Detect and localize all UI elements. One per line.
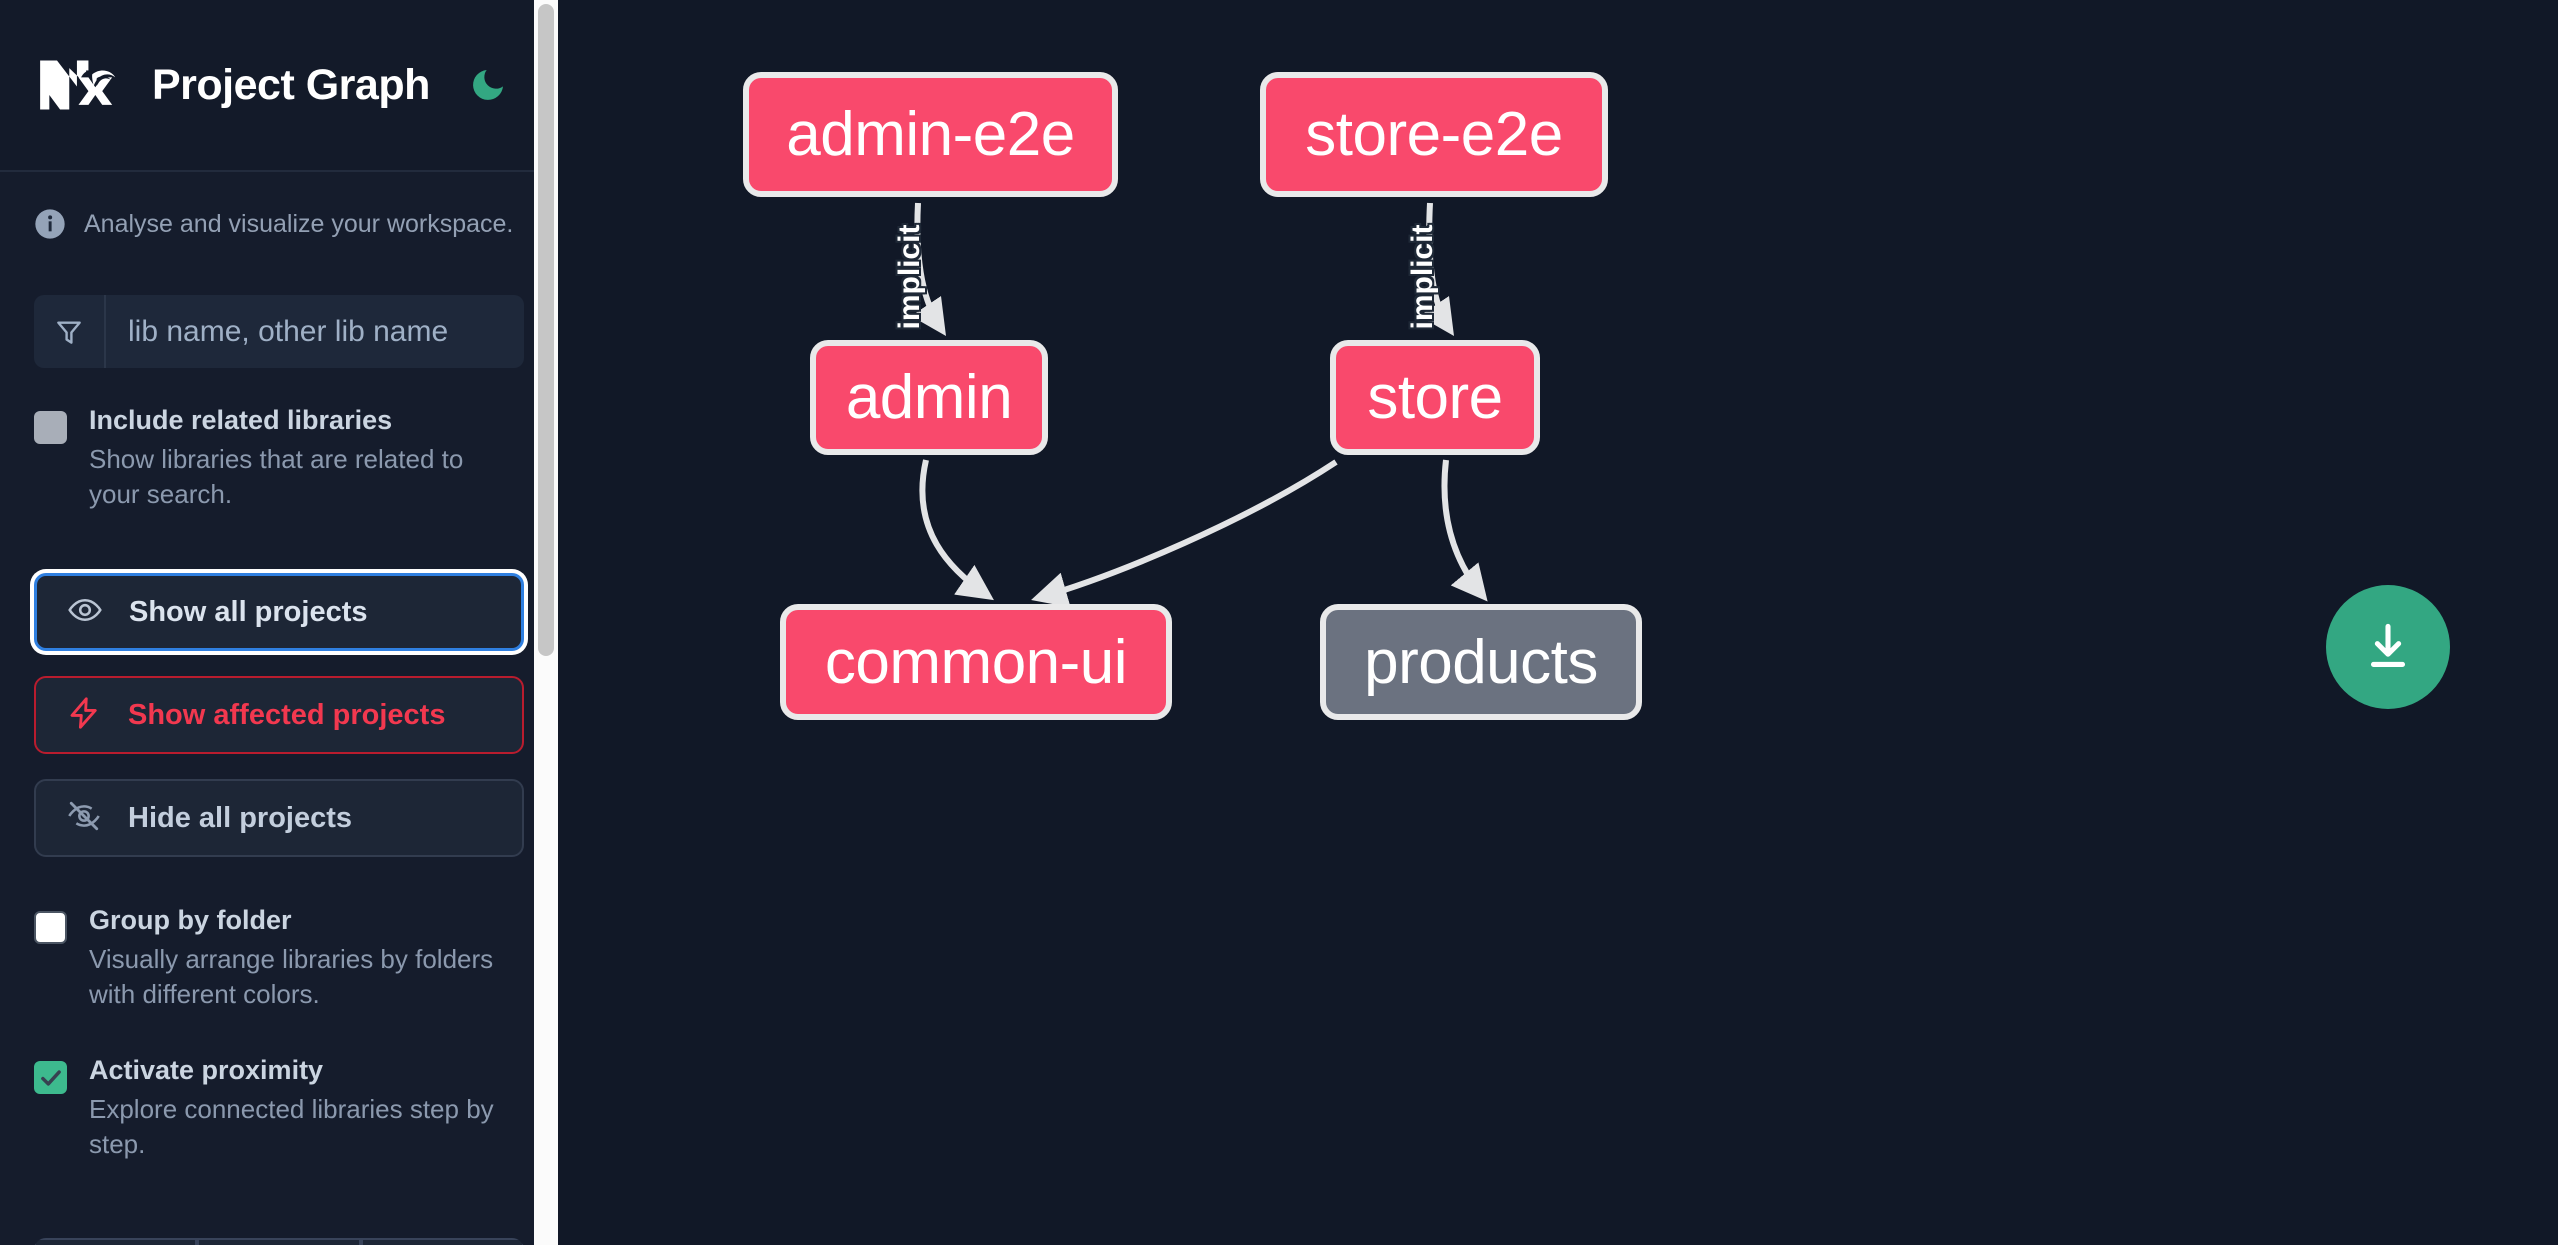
graph-node-label: admin-e2e [786,100,1075,169]
include-related-libraries-label: Include related libraries [89,405,393,435]
edge-admin-to-common-ui [919,459,994,601]
graph-canvas[interactable]: admin-e2e store-e2e admin store common-u… [558,0,2558,1245]
include-related-libraries-description: Show libraries that are related to your … [89,444,464,509]
checkbox-row-include-related-libraries[interactable]: Include related libraries Show libraries… [0,405,558,511]
segment-1[interactable] [34,1238,198,1245]
segment-2[interactable] [197,1238,361,1245]
download-icon [2370,623,2406,667]
activate-proximity-checkbox[interactable] [34,1061,67,1095]
graph-node-admin[interactable]: admin [810,340,1048,455]
bottom-segmented-control[interactable] [34,1238,524,1245]
graph-node-label: store [1367,363,1503,432]
moon-icon[interactable] [464,61,512,109]
hide-all-projects-button[interactable]: Hide all projects [34,779,524,858]
nx-logo-icon [34,52,126,118]
show-all-projects-button[interactable]: Show all projects [34,573,524,652]
analyse-text: Analyse and visualize your workspace. [84,209,514,238]
group-by-folder-checkbox[interactable] [34,911,67,945]
edge-store-e2e-to-store [1419,202,1454,336]
analyse-info-row: Analyse and visualize your workspace. [0,172,558,240]
edge-store-to-common-ui [1031,459,1338,608]
group-by-folder-label: Group by folder [89,905,292,936]
search-field-wrapper[interactable] [34,295,524,368]
show-affected-projects-button[interactable]: Show affected projects [34,676,524,755]
sidebar-header: Project Graph [0,0,558,172]
group-by-folder-description: Visually arrange libraries by folders wi… [89,944,494,1009]
sidebar-body: Analyse and visualize your workspace. In… [0,172,558,1245]
display-options-group: Group by folder Visually arrange librari… [0,905,558,1161]
graph-node-label: products [1364,627,1598,697]
activate-proximity-label: Activate proximity [89,1055,324,1086]
check-icon [40,1070,61,1086]
graph-node-products[interactable]: products [1320,604,1642,720]
search-input[interactable] [106,295,524,368]
show-all-projects-label: Show all projects [129,595,368,628]
graph-node-label: admin [845,363,1013,432]
hide-all-projects-label: Hide all projects [128,801,353,834]
checkbox-row-activate-proximity[interactable]: Activate proximity Explore connected lib… [0,1055,558,1161]
download-graph-button[interactable] [2326,585,2450,709]
segment-3[interactable] [360,1238,524,1245]
eye-icon [67,592,103,633]
sidebar: Project Graph Analyse and visualize your… [0,0,558,1245]
graph-node-label: store-e2e [1305,100,1563,169]
graph-node-common-ui[interactable]: common-ui [780,604,1172,720]
graph-node-store-e2e[interactable]: store-e2e [1260,72,1608,197]
graph-node-admin-e2e[interactable]: admin-e2e [743,72,1118,197]
graph-node-store[interactable]: store [1330,340,1540,455]
sidebar-scrollbar-thumb[interactable] [538,4,554,656]
graph-node-label: common-ui [824,627,1128,697]
info-icon [34,208,66,240]
activate-proximity-description: Explore connected libraries step by step… [89,1094,494,1160]
visibility-button-group: Show all projects Show affected projects [34,573,524,858]
graph-edges [911,202,1488,608]
include-related-libraries-checkbox[interactable] [34,411,67,444]
eye-off-icon [66,798,102,839]
checkbox-row-group-by-folder[interactable]: Group by folder Visually arrange librari… [0,905,558,1011]
filter-icon [34,295,106,368]
edge-admin-e2e-to-admin [911,202,946,336]
app-title: Project Graph [152,60,430,109]
edge-store-to-products [1441,459,1488,602]
sidebar-scrollbar-track[interactable] [534,0,558,1245]
lightning-bolt-icon [66,695,102,736]
show-affected-projects-label: Show affected projects [128,698,446,731]
